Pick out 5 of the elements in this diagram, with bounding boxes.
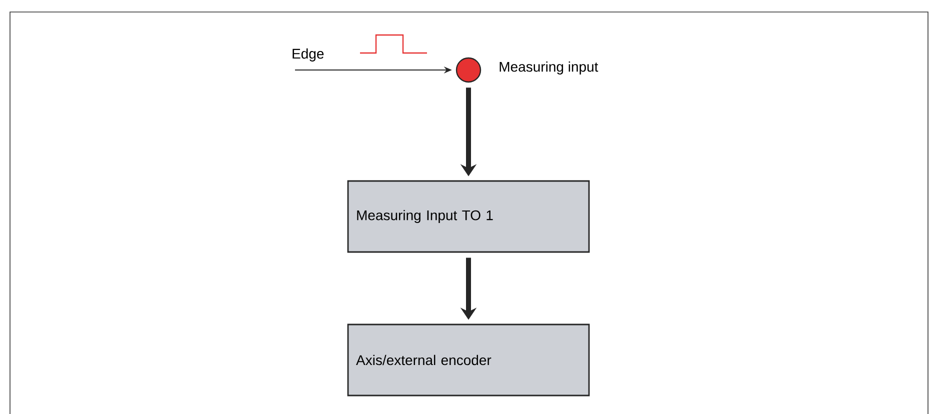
input-circle (456, 57, 482, 83)
edge-label: Edge (292, 48, 324, 62)
node-caption: Measuring input (500, 61, 598, 75)
process-box: Measuring Input TO 1 (347, 180, 590, 253)
process-box: Axis/external encoder (347, 324, 590, 396)
